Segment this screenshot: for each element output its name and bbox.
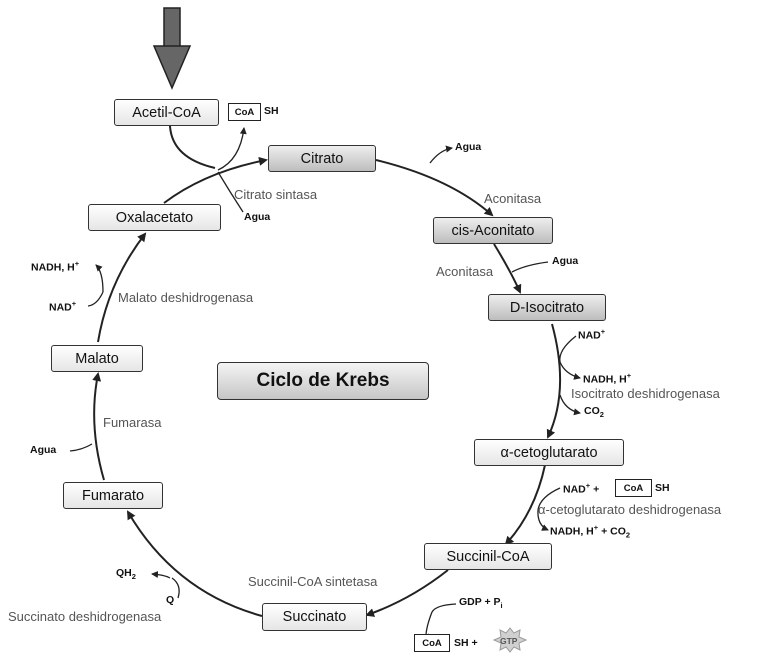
nadh-out-malato-arrow: [95, 264, 104, 293]
nadh-out-isocitrato-arrow: [559, 361, 581, 380]
nad-malato: NAD+: [49, 299, 77, 314]
diagram-title: Ciclo de Krebs: [217, 362, 429, 400]
q: Q: [166, 594, 175, 606]
enzyme-citrato-sintasa: Citrato sintasa: [234, 187, 318, 202]
enzyme-succinil-coa-sintetasa: Succinil-CoA sintetasa: [248, 574, 378, 589]
agua-aconitasa-in: Agua: [552, 255, 579, 267]
enzyme-fumarasa: Fumarasa: [103, 415, 162, 430]
node-succinato: Succinato: [262, 603, 367, 631]
sh-top: SH: [264, 105, 279, 117]
arrow-succinato-to-fumarato: [126, 510, 263, 617]
co2-isocitrato: CO2: [584, 405, 604, 420]
enzyme-succinato-deshidrogenasa: Succinato deshidrogenasa: [8, 609, 162, 624]
enzyme-isocitrato-deshidrogenasa: Isocitrato deshidrogenasa: [571, 386, 720, 401]
node-fumarato: Fumarato: [63, 482, 163, 509]
node-succinil-coa: Succinil-CoA: [424, 543, 552, 570]
agua-fumarasa: Agua: [30, 444, 57, 456]
arrow-cetoglutarato-to-succinil-coa: [504, 464, 546, 546]
arrow-acetil-coa-to-citrato: [169, 125, 216, 169]
agua-out-aconitasa-arrow: [429, 145, 453, 164]
gdp-in-succinil-arrow: [431, 603, 457, 613]
nad-in-isocitrato-arrow: [559, 335, 577, 363]
agua-in-aconitasa-arrow: [511, 261, 549, 273]
gtp-star-icon: [492, 627, 528, 653]
nad-isocitrato: NAD+: [578, 327, 606, 342]
agua-citrato: Agua: [244, 211, 271, 223]
agua-in-fumarasa-arrow: [69, 443, 93, 452]
nadh-malato: NADH, H+: [31, 259, 80, 274]
arrow-cis-aconitato-to-isocitrato: [493, 243, 522, 294]
agua-aconitasa-out: Agua: [455, 141, 482, 153]
nadh-isocitrato: NADH, H+: [583, 371, 632, 386]
node-cis-aconitato: cis-Aconitato: [433, 217, 553, 244]
enzyme-aconitasa-2: Aconitasa: [436, 264, 494, 279]
co2-out-isocitrato-arrow: [559, 394, 581, 416]
agua-in-citrato-arrow: [217, 171, 244, 213]
arrow-succinil-coa-to-succinato: [365, 569, 449, 617]
qh2: QH2: [116, 567, 136, 582]
coa-box-bottom: CoA: [414, 634, 450, 652]
node-oxalacetato: Oxalacetato: [88, 204, 221, 231]
node-acetil-coa: Acetil-CoA: [114, 99, 219, 126]
arrow-isocitrato-to-cetoglutarato: [546, 323, 562, 439]
node-citrato: Citrato: [268, 145, 376, 172]
enzyme-malato-deshidrogenasa: Malato deshidrogenasa: [118, 290, 254, 305]
enzyme-aconitasa-1: Aconitasa: [484, 191, 542, 206]
node-malato: Malato: [51, 345, 143, 372]
acetyl-coa-input-arrow-icon: [152, 7, 192, 90]
sh-plus-bottom: SH +: [454, 637, 478, 649]
sh-cetoglutarato: SH: [655, 482, 670, 494]
node-d-isocitrato: D-Isocitrato: [488, 294, 606, 321]
q-in-succinato-arrow: [171, 577, 180, 599]
node-alfa-cetoglutarato: α-cetoglutarato: [474, 439, 624, 466]
nadh-co2-out-cetoglutarato-arrow: [537, 509, 549, 531]
coa-release-arrow: [217, 127, 247, 171]
nadh-co2-cetoglutarato: NADH, H+ + CO2: [550, 523, 631, 540]
arrow-citrato-to-cis-aconitato: [375, 159, 494, 217]
nad-cetoglutarato: NAD+ +: [563, 481, 600, 496]
coa-box-cetoglutarato: CoA: [615, 479, 652, 497]
qh2-out-succinato-arrow: [151, 570, 171, 579]
arrow-malato-to-oxalacetato: [97, 232, 147, 343]
arrow-oxalacetato-to-citrato: [163, 156, 268, 204]
coa-box-top: CoA: [228, 103, 261, 121]
gdp-pi: GDP + Pi: [459, 596, 503, 611]
gtp-label: GTP: [500, 636, 518, 646]
arrow-fumarato-to-malato: [92, 372, 105, 481]
nad-coa-in-cetoglutarato-arrow: [537, 487, 561, 511]
nad-in-malato-arrow: [87, 291, 104, 307]
enzyme-alfa-cetoglutarato-deshidrogenasa: α-cetoglutarato deshidrogenasa: [538, 502, 722, 517]
